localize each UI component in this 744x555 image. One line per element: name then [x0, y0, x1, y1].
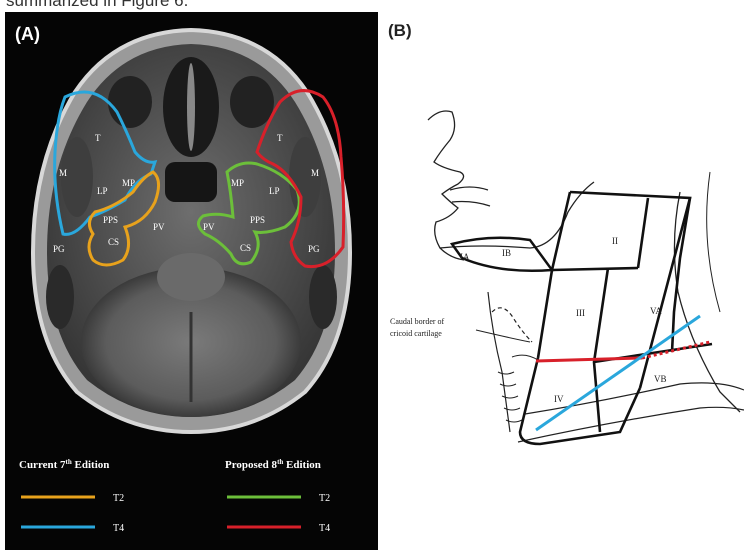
annotation-line-1: Caudal border of — [390, 317, 445, 326]
legend-label-proposed-t2: T2 — [319, 493, 330, 504]
label-pg-right: PG — [308, 244, 320, 254]
label-lateral-pterygoid-right: LP — [269, 186, 280, 196]
level-boundaries — [520, 192, 712, 444]
label-temporalis-right: T — [277, 133, 283, 143]
trachea-rings — [498, 372, 522, 422]
label-medial-pterygoid-right: MP — [231, 178, 244, 188]
face-profile — [428, 111, 464, 260]
level-ib-label: IB — [502, 248, 511, 258]
panel-b-svg: (B) — [380, 12, 744, 550]
nasopharynx-airway — [165, 162, 217, 202]
legend-label-proposed-t4: T4 — [319, 523, 330, 534]
legend-current-heading: Current 7th Edition — [19, 458, 109, 471]
thyroid-cartilage — [492, 308, 532, 342]
label-temporalis-left: T — [95, 133, 101, 143]
panel-a-mri-figure: M T LP MP PPS CS PV PG M T LP MP PPS CS … — [5, 12, 378, 550]
level-iii-label: III — [576, 308, 585, 318]
maxillary-sinus-left — [108, 76, 152, 128]
label-medial-pterygoid-left: MP — [122, 178, 135, 188]
label-pg-left: PG — [53, 244, 65, 254]
panel-a-svg: M T LP MP PPS CS PV PG M T LP MP PPS CS … — [5, 12, 378, 550]
brainstem — [157, 253, 225, 301]
shoulder-line — [518, 407, 744, 442]
annotation-leader-line — [476, 330, 530, 342]
blue-diagonal-line — [536, 316, 700, 430]
annotation-text: Caudal border of cricoid cartilage — [390, 317, 445, 338]
legend: Current 7th Edition Proposed 8th Edition — [19, 458, 321, 471]
level-vb-label: VB — [654, 374, 667, 384]
mastoid-right — [309, 265, 337, 329]
caption-fragment: summarized in Figure 6. — [0, 0, 744, 12]
level-va-label: VA — [650, 306, 662, 316]
legend-label-current-t2: T2 — [113, 493, 124, 504]
panel-b-neck-diagram: (B) — [380, 12, 744, 550]
legend-label-current-t4: T4 — [113, 523, 124, 534]
cricoid-cartilage — [512, 355, 538, 360]
panel-a-label: (A) — [15, 24, 40, 44]
label-cs-right: CS — [240, 243, 251, 253]
annotation-line-2: cricoid cartilage — [390, 329, 442, 338]
label-pps-left: PPS — [103, 215, 118, 225]
level-ia-label: IA — [460, 252, 470, 262]
level-iv-label: IV — [554, 394, 564, 404]
mastoid-left — [46, 265, 74, 329]
caudal-border-line-solid — [536, 358, 642, 361]
label-pv-right: PV — [203, 222, 215, 232]
label-pps-right: PPS — [250, 215, 265, 225]
label-masseter-right: M — [311, 168, 319, 178]
nasal-septum — [187, 63, 195, 151]
label-pv-left: PV — [153, 222, 165, 232]
panel-b-label: (B) — [388, 21, 412, 40]
lips — [450, 187, 490, 206]
maxillary-sinus-right — [230, 76, 274, 128]
legend-proposed-heading: Proposed 8th Edition — [225, 458, 321, 471]
trapezius-line — [707, 172, 720, 312]
label-cs-left: CS — [108, 237, 119, 247]
trachea-front — [488, 292, 510, 432]
level-ii-label: II — [612, 236, 618, 246]
label-masseter-left: M — [59, 168, 67, 178]
label-lateral-pterygoid-left: LP — [97, 186, 108, 196]
